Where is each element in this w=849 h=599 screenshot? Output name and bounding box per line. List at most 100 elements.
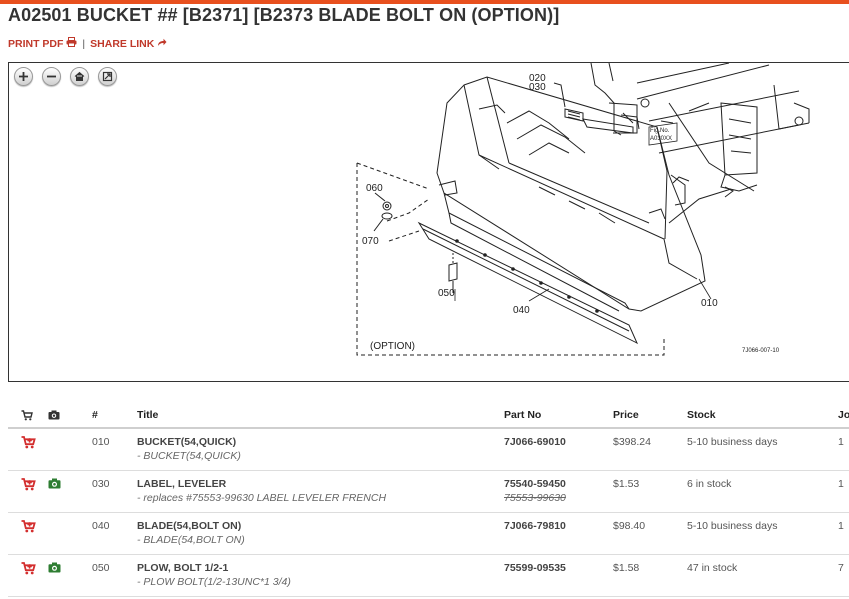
table-header-row: # Title Part No Price Stock Jo: [8, 403, 849, 429]
action-links: PRINT PDF | SHARE LINK: [8, 37, 167, 50]
row-stock: 47 in stock: [687, 554, 838, 597]
part-subtitle: - PLOW BOLT(1/2-13UNC*1 3/4): [137, 575, 291, 588]
part-number: 75599-09535: [504, 561, 566, 574]
part-subtitle: - BUCKET(54,QUICK): [137, 450, 241, 462]
add-to-cart-button[interactable]: [8, 554, 48, 597]
header-stock: Stock: [687, 403, 838, 429]
row-qty: 7: [838, 554, 849, 597]
row-number: 050: [92, 554, 137, 597]
header-part-no: Part No: [504, 403, 613, 429]
header-number: #: [92, 403, 137, 429]
fig-number-box: [648, 122, 678, 146]
camera-header-icon: [48, 410, 92, 420]
fullscreen-icon: [102, 71, 113, 82]
option-label: (OPTION): [370, 341, 415, 352]
row-price: $1.58: [613, 554, 687, 597]
callout-010: 010: [701, 298, 718, 309]
add-cart-icon: [21, 519, 48, 533]
row-number: 030: [92, 470, 137, 513]
zoom-in-button[interactable]: [14, 67, 33, 86]
header-job: Jo: [838, 403, 849, 429]
callout-020: 020: [529, 73, 546, 84]
view-photo-button[interactable]: [48, 554, 92, 597]
nut-washer-drawing: [373, 192, 393, 232]
row-title-cell: PLOW, BOLT 1/2-1 - PLOW BOLT(1/2-13UNC*1…: [137, 554, 504, 597]
photo-cell: [48, 428, 92, 471]
row-price: $398.24: [613, 428, 687, 471]
row-title-cell: BLADE(54,BOLT ON) - BLADE(54,BOLT ON): [137, 512, 504, 555]
row-qty: 1: [838, 428, 849, 471]
part-title: BLADE(54,BOLT ON): [137, 519, 242, 532]
camera-icon: [48, 478, 92, 489]
table-row: 040 BLADE(54,BOLT ON) - BLADE(54,BOLT ON…: [8, 512, 849, 555]
fullscreen-button[interactable]: [98, 67, 117, 86]
row-number: 010: [92, 428, 137, 471]
home-button[interactable]: [70, 67, 89, 86]
share-arrow-icon: [157, 38, 167, 50]
row-price: $1.53: [613, 470, 687, 513]
parts-table: # Title Part No Price Stock Jo 010 BUCKE…: [8, 403, 849, 597]
row-qty: 1: [838, 512, 849, 555]
top-accent-bar: [0, 0, 849, 4]
view-photo-button[interactable]: [48, 470, 92, 513]
callout-040: 040: [513, 305, 530, 316]
link-separator: |: [82, 37, 86, 50]
page-title: A02501 BUCKET ## [B2371] [B2373 BLADE BO…: [8, 5, 560, 25]
row-title-cell: BUCKET(54,QUICK) - BUCKET(54,QUICK): [137, 428, 504, 471]
header-photo: [48, 403, 92, 429]
part-number: 75540-59450: [504, 477, 566, 490]
print-pdf-link[interactable]: PRINT PDF: [8, 37, 77, 50]
add-to-cart-button[interactable]: [8, 470, 48, 513]
row-stock: 5-10 business days: [687, 512, 838, 555]
table-row: 030 LABEL, LEVELER - replaces #75553-996…: [8, 470, 849, 513]
callout-030: 030: [529, 82, 546, 93]
part-subtitle: - BLADE(54,BOLT ON): [137, 533, 245, 546]
zoom-out-button[interactable]: [42, 67, 61, 86]
fig-id-label: A030XX: [650, 136, 672, 142]
cart-header-icon: [21, 409, 48, 421]
drawing-id-label: 7J066-007-10: [742, 348, 780, 354]
row-qty: 1: [838, 470, 849, 513]
row-number: 040: [92, 512, 137, 555]
header-cart: [8, 403, 48, 429]
option-boundary-dashed: [356, 162, 665, 356]
callout-leaders: [454, 278, 712, 302]
share-link[interactable]: SHARE LINK: [90, 38, 167, 50]
row-price: $98.40: [613, 512, 687, 555]
add-cart-icon: [21, 561, 48, 575]
part-number: 7J066-79810: [504, 519, 566, 532]
parts-diagram[interactable]: 020 030 060 070 050 040 010 Fig.No. A030…: [8, 62, 849, 382]
zoom-out-icon: [47, 75, 56, 78]
row-part-no-cell: 75599-09535: [504, 554, 613, 597]
add-to-cart-button[interactable]: [8, 428, 48, 471]
part-title: PLOW, BOLT 1/2-1: [137, 561, 229, 574]
table-row: 010 BUCKET(54,QUICK) - BUCKET(54,QUICK) …: [8, 428, 849, 471]
add-cart-icon: [21, 436, 48, 449]
callout-070: 070: [362, 236, 379, 247]
row-part-no-cell: 7J066-79810: [504, 512, 613, 555]
row-stock: 6 in stock: [687, 470, 838, 513]
header-title: Title: [137, 403, 504, 429]
callout-060: 060: [366, 183, 383, 194]
share-link-label: SHARE LINK: [90, 37, 155, 50]
print-pdf-label: PRINT PDF: [8, 37, 64, 50]
part-title: BUCKET(54,QUICK): [137, 436, 237, 448]
row-stock: 5-10 business days: [687, 428, 838, 471]
plow-bolt-drawing: [448, 253, 458, 293]
photo-cell: [48, 512, 92, 555]
part-number: 7J066-69010: [504, 436, 566, 448]
part-title: LABEL, LEVELER: [137, 477, 227, 490]
part-subtitle: - replaces #75553-99630 LABEL LEVELER FR…: [137, 491, 387, 504]
blade-drawing: [417, 221, 639, 345]
table-row: 050 PLOW, BOLT 1/2-1 - PLOW BOLT(1/2-13U…: [8, 554, 849, 597]
label-plate-drawing: [553, 82, 584, 122]
add-cart-icon: [21, 477, 48, 491]
superseded-part-number: 75553-99630: [504, 491, 566, 504]
header-price: Price: [613, 403, 687, 429]
printer-icon: [66, 37, 77, 50]
bucket-drawing: [436, 76, 734, 312]
row-part-no-cell: 75540-59450 75553-99630: [504, 470, 613, 513]
home-icon: [74, 71, 85, 81]
add-to-cart-button[interactable]: [8, 512, 48, 555]
camera-icon: [48, 562, 92, 573]
